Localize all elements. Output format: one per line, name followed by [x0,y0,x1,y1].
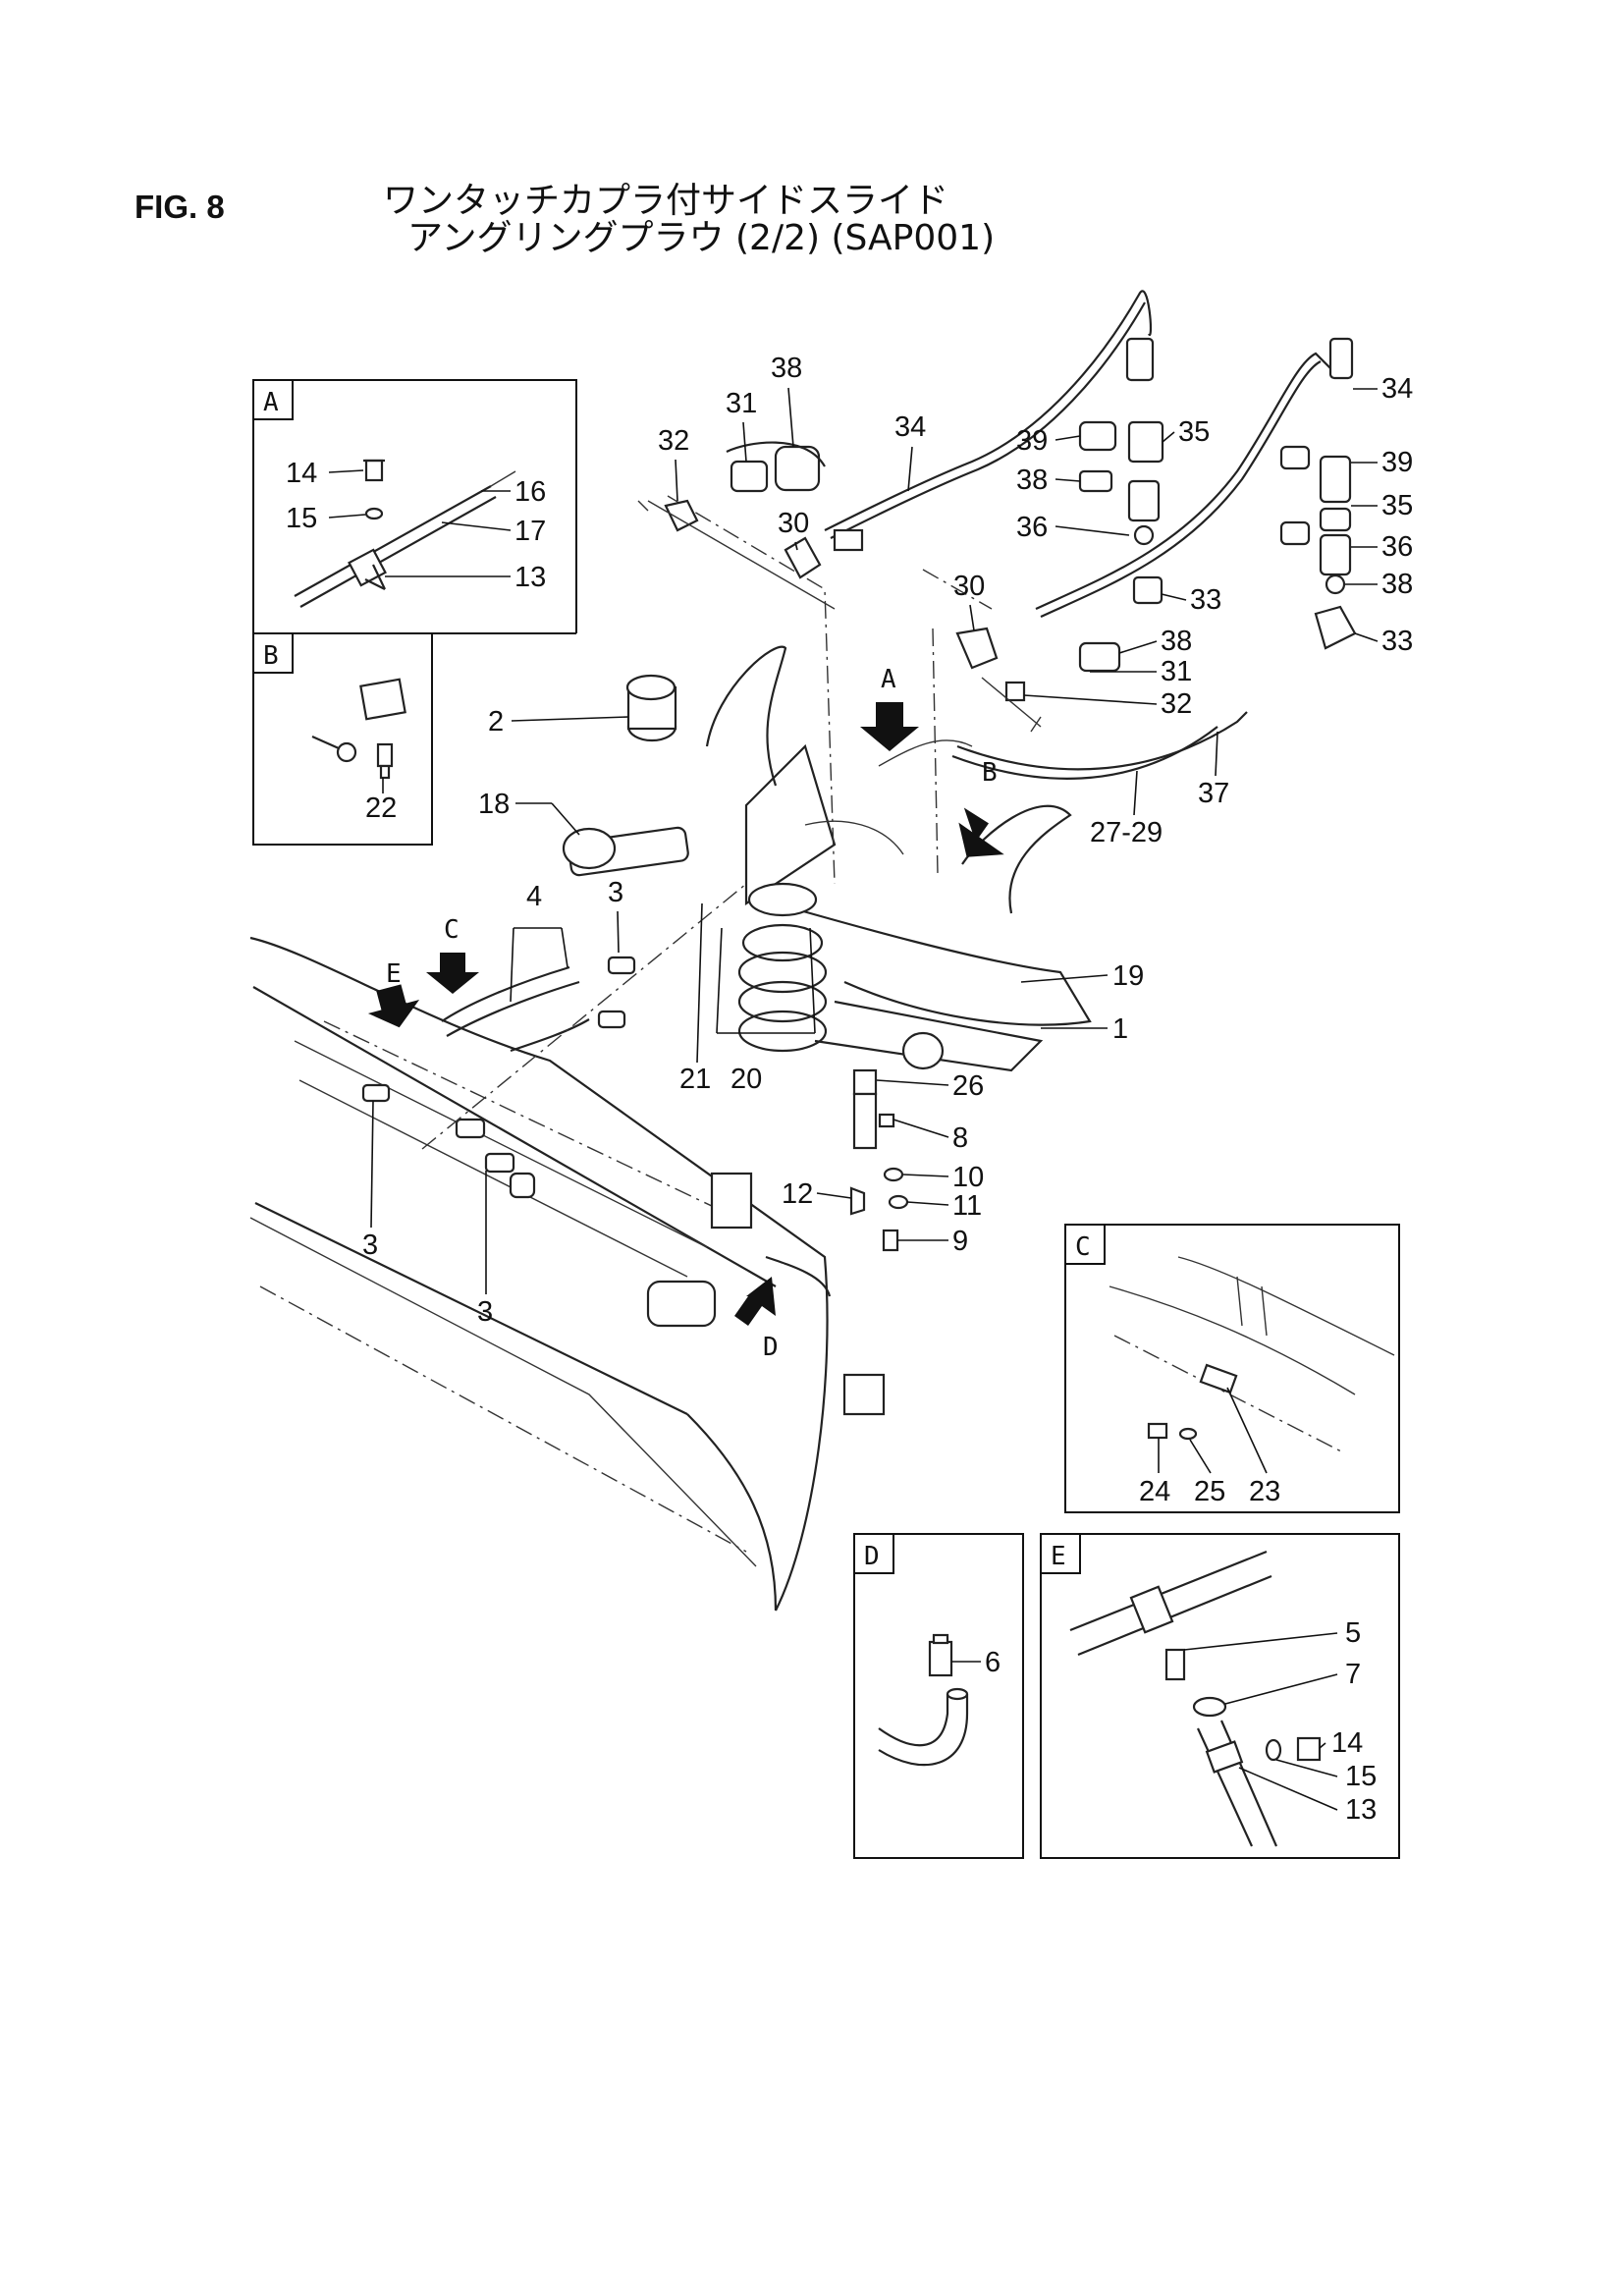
callout-32: 32 [1161,688,1192,720]
callout-21: 21 [679,1064,711,1095]
callout-1: 1 [1112,1013,1128,1045]
callout-38: 38 [1381,569,1413,600]
callout-3: 3 [362,1230,378,1261]
callout-39: 39 [1381,447,1413,478]
callout-30: 30 [778,508,809,539]
inset-d-tag: D [864,1542,880,1571]
view-arrow-a: A [860,665,919,751]
inset-e-tag: E [1051,1542,1066,1571]
callout-22: 22 [365,793,397,824]
callout-25: 25 [1194,1476,1225,1507]
callout-16: 16 [514,476,546,508]
inset-b-tag: B [263,641,279,671]
view-arrow-d: D [734,1277,779,1362]
inset-d: D 6 [853,1533,1024,1859]
callout-14: 14 [1331,1727,1363,1759]
view-arrow-c: C [426,915,479,994]
hose-clamp-drawing [294,459,516,608]
callout-3: 3 [477,1296,493,1328]
view-arrow-e: E [367,959,420,1028]
callout-38: 38 [1016,465,1048,496]
callout-32: 32 [658,425,689,457]
callout-18: 18 [478,789,510,820]
callout-37: 37 [1198,778,1229,809]
callout-3: 3 [608,877,623,908]
cap-drawing [311,678,406,780]
callout-13: 13 [1345,1794,1377,1826]
callout-5: 5 [1345,1617,1361,1649]
view-arrow-a-tag: A [881,665,896,694]
callout-9: 9 [952,1226,968,1257]
callout-31: 31 [1161,656,1192,687]
callout-13: 13 [514,562,546,593]
callout-4: 4 [526,881,542,912]
callout-34: 34 [1381,373,1413,405]
title-line-2: アングリングプラウ (2/2) (SAP001) [407,218,996,258]
callout-33: 33 [1381,626,1413,657]
figure-title: ワンタッチカプラ付サイドスライド アングリングプラウ (2/2) (SAP001… [383,183,995,257]
callout-38: 38 [771,353,802,384]
callout-15: 15 [1345,1761,1377,1792]
main-assembly [249,290,1357,1612]
callout-19: 19 [1112,960,1144,992]
callout-36: 36 [1381,531,1413,563]
callout-10: 10 [952,1162,984,1193]
callout-12: 12 [782,1178,813,1210]
callout-26: 26 [952,1070,984,1102]
view-arrow-b: B [958,758,1004,857]
callout-8: 8 [952,1122,968,1154]
callout-15: 15 [286,503,317,534]
inset-a: A 14 15 16 17 13 [252,379,577,634]
callout-31: 31 [726,388,757,419]
callout-34: 34 [894,411,926,443]
callout-39: 39 [1016,425,1048,457]
view-arrow-c-tag: C [444,915,460,945]
main-callouts: 38 31 32 34 30 39 35 38 36 34 39 35 36 3… [362,353,1413,1328]
view-arrow-b-tag: B [982,758,998,788]
callout-24: 24 [1139,1476,1170,1507]
callout-35: 35 [1178,416,1210,448]
callout-17: 17 [514,516,546,547]
callout-36: 36 [1016,512,1048,543]
callout-23: 23 [1249,1476,1280,1507]
view-arrow-d-tag: D [763,1333,779,1362]
callout-30: 30 [953,571,985,602]
callout-11: 11 [952,1190,982,1222]
callout-14: 14 [286,458,317,489]
callout-20: 20 [730,1064,762,1095]
callout-38: 38 [1161,626,1192,657]
callout-7: 7 [1345,1659,1361,1690]
inset-c: C 24 25 23 [1064,1224,1400,1513]
inset-a-tag: A [263,388,279,417]
inset-e: E 5 7 14 15 13 [1040,1533,1400,1859]
figure-number: FIG. 8 [135,189,225,225]
callout-35: 35 [1381,490,1413,521]
title-line-1: ワンタッチカプラ付サイドスライド [383,181,949,221]
inset-c-tag: C [1075,1232,1091,1262]
callout-27-29: 27-29 [1090,817,1163,848]
callout-6: 6 [985,1647,1001,1678]
inset-b: B 22 [252,632,433,846]
view-arrow-e-tag: E [386,959,402,989]
callout-33: 33 [1190,584,1221,616]
callout-2: 2 [488,706,504,738]
